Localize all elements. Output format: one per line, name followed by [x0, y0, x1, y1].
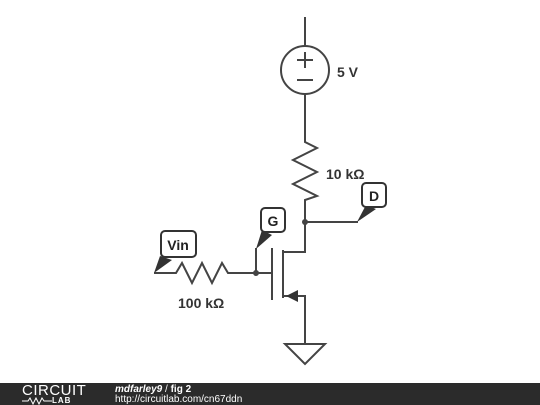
- voltage-source-label: 5 V: [337, 64, 359, 80]
- mosfet: [271, 248, 305, 302]
- gate-resistor: [154, 260, 232, 286]
- footer-figure: fig 2: [170, 384, 192, 395]
- logo-text-top: CIRCUIT: [22, 382, 87, 399]
- ground-symbol: [282, 343, 328, 366]
- circuit-schematic: 5 V 10 kΩ D G 100 kΩ Vin: [154, 17, 387, 366]
- gate-resistor-label: 100 kΩ: [178, 295, 224, 311]
- input-tag: Vin: [160, 230, 197, 258]
- drain-tag: D: [361, 182, 387, 208]
- logo-text-bottom: LAB: [52, 396, 72, 405]
- gate-tag: G: [260, 207, 286, 233]
- voltage-source: [280, 45, 330, 95]
- gate-tag-pointer: [256, 230, 272, 249]
- footer-separator: /: [162, 384, 171, 395]
- footer-url[interactable]: http://circuitlab.com/cn67ddn: [115, 394, 243, 405]
- footer-user: mdfarley9: [115, 384, 163, 395]
- footer-attribution: mdfarley9 / fig 2: [115, 384, 191, 395]
- drain-resistor-label: 10 kΩ: [326, 166, 364, 182]
- drain-resistor: [290, 138, 320, 204]
- drain-tag-label: D: [369, 188, 379, 204]
- input-tag-label: Vin: [167, 237, 189, 253]
- footer-bar: CIRCUIT LAB mdfarley9 / fig 2 http://cir…: [0, 383, 540, 405]
- resistor-logo-icon: [22, 397, 52, 405]
- input-tag-pointer: [154, 256, 172, 273]
- gate-tag-label: G: [268, 213, 279, 229]
- drain-tag-pointer: [357, 205, 376, 222]
